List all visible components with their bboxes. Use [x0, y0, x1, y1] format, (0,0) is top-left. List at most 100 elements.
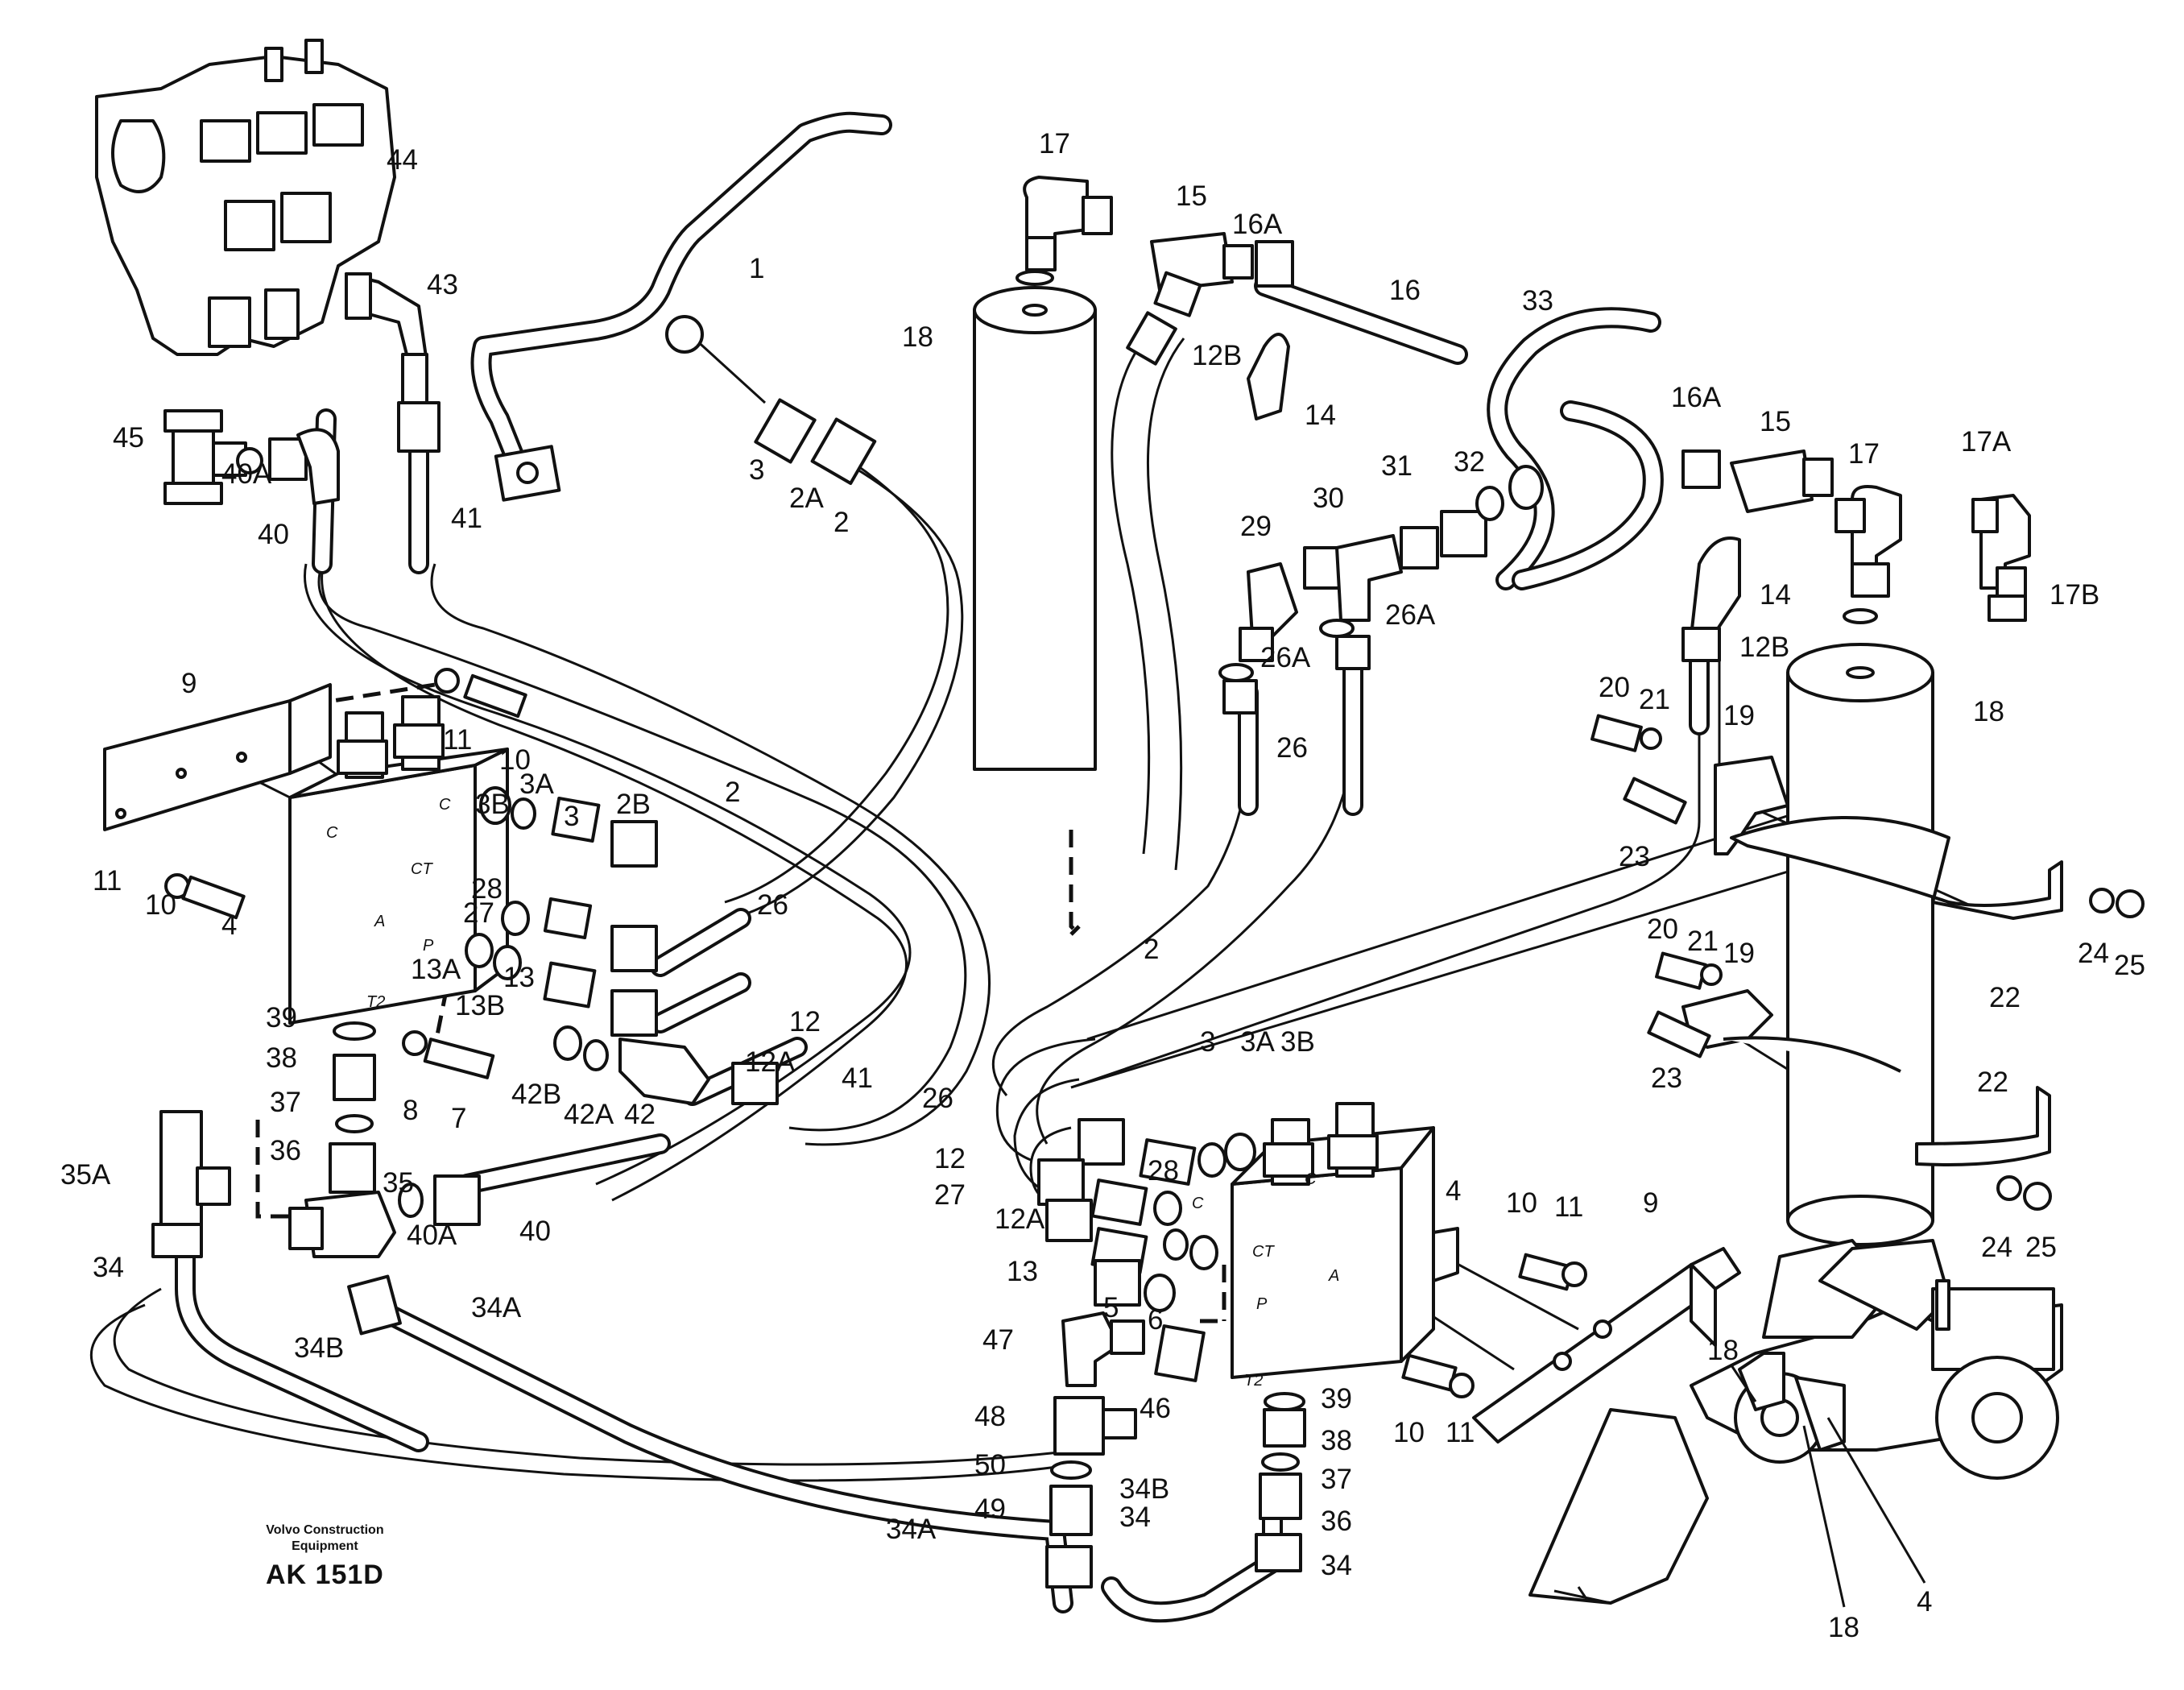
tee-45 [163, 409, 247, 505]
label-37: 37 [270, 1087, 301, 1118]
port-mark-c-right: C [1305, 1170, 1317, 1188]
label-24: 24 [2078, 938, 2109, 969]
bracket-9-right [1401, 1247, 1741, 1444]
label-47: 47 [982, 1324, 1014, 1356]
label-15: 15 [1176, 180, 1207, 212]
port-mark-t2-right: T2 [1244, 1372, 1263, 1390]
port-marks: C C CT A P T2 C C CT A P T2 [326, 796, 1339, 1390]
label-31: 31 [1381, 450, 1413, 482]
label-38: 38 [266, 1042, 297, 1074]
label-4: 4 [221, 909, 237, 941]
label-13: 13 [503, 962, 535, 993]
elbow-43 [345, 272, 428, 404]
pipe-1 [470, 111, 892, 470]
label-27-b: 27 [934, 1179, 966, 1211]
label-28: 28 [471, 873, 503, 905]
label-10-b: 10 [145, 889, 176, 921]
label-22-b: 22 [1977, 1067, 2008, 1098]
fittings-46-50 [1045, 1311, 1206, 1589]
label-37-b: 37 [1321, 1464, 1352, 1495]
label-34A-b: 34A [886, 1514, 937, 1545]
label-27: 27 [463, 897, 494, 929]
accumulator-18-right [1786, 608, 1934, 1246]
label-25: 25 [2114, 950, 2145, 981]
label-20-b: 20 [1647, 913, 1678, 945]
port-mark-t2-left: T2 [366, 993, 385, 1011]
port-mark-p-right: P [1256, 1295, 1268, 1313]
fittings-right-block [1037, 1118, 1306, 1572]
label-41: 41 [451, 503, 482, 534]
label-11: 11 [443, 724, 472, 756]
label-14: 14 [1305, 400, 1336, 431]
label-34B: 34B [294, 1332, 344, 1364]
label-17-right: 17 [1848, 438, 1880, 470]
label-12B-right: 12B [1739, 632, 1789, 663]
label-36-b: 36 [1321, 1506, 1352, 1537]
label-8: 8 [403, 1095, 418, 1126]
label-40: 40 [258, 519, 289, 550]
label-12B: 12B [1192, 340, 1242, 371]
label-42: 42 [624, 1099, 656, 1130]
label-4-b: 4 [1446, 1175, 1461, 1207]
part-labels: 44 43 45 40A 40 41 1 3 2A 2 17 15 16A 16… [60, 128, 2145, 1643]
label-21-b: 21 [1687, 926, 1719, 957]
label-12-b: 12 [934, 1143, 966, 1174]
label-34A: 34A [471, 1292, 522, 1323]
label-26-c: 26 [922, 1083, 953, 1114]
label-18-right: 18 [1973, 696, 2004, 727]
label-20: 20 [1599, 672, 1630, 703]
label-26A-b: 26A [1260, 642, 1311, 673]
label-34-c: 34 [1321, 1550, 1352, 1581]
machine-leaders [1730, 1365, 1926, 1608]
label-50: 50 [974, 1449, 1006, 1481]
label-18: 18 [902, 321, 933, 353]
fitting-40A-top [236, 428, 340, 505]
fittings-left-block [402, 786, 779, 1105]
label-3-c: 3 [1200, 1026, 1215, 1058]
label-3A-b: 3A [1240, 1026, 1275, 1058]
label-17: 17 [1039, 128, 1070, 159]
label-24-b: 24 [1981, 1232, 2012, 1263]
label-23-b: 23 [1651, 1062, 1682, 1094]
label-3: 3 [749, 454, 764, 486]
drawing-code: AK 151D [266, 1560, 384, 1590]
label-10: 10 [499, 744, 531, 776]
pipe-1-flange [494, 315, 877, 502]
fittings-top-right [1681, 449, 2031, 662]
label-3B-b: 3B [1280, 1026, 1315, 1058]
label-9: 9 [181, 668, 196, 699]
bracket-9-left [103, 668, 527, 920]
credit-line-1: Volvo Construction [266, 1523, 384, 1537]
label-13-b: 13 [1007, 1256, 1038, 1287]
label-19-b: 19 [1723, 938, 1755, 969]
label-12A-b: 12A [995, 1203, 1045, 1235]
label-22: 22 [1989, 982, 2021, 1013]
label-10-c: 10 [1506, 1187, 1537, 1219]
label-1: 1 [749, 253, 764, 284]
label-35: 35 [383, 1167, 414, 1199]
label-11-b: 11 [93, 865, 122, 897]
label-15-right: 15 [1760, 406, 1791, 437]
label-19: 19 [1723, 700, 1755, 731]
label-21: 21 [1639, 684, 1670, 715]
label-2-c: 2 [1144, 934, 1159, 965]
label-34: 34 [93, 1252, 124, 1283]
clamps-19-22 [1681, 756, 2063, 1166]
label-38-b: 38 [1321, 1425, 1352, 1456]
label-42B: 42B [511, 1079, 561, 1110]
label-40A: 40A [221, 458, 272, 490]
control-valve-44 [95, 39, 396, 356]
label-33: 33 [1522, 285, 1553, 317]
hose-2-upper [724, 445, 949, 904]
label-11-d: 11 [1446, 1417, 1475, 1448]
label-13B: 13B [455, 990, 505, 1021]
label-3B: 3B [475, 789, 510, 820]
port-mark-c-left-b: C [326, 824, 338, 842]
port-mark-ct-left: CT [411, 860, 433, 878]
nut-41 [397, 401, 441, 453]
label-45: 45 [113, 422, 144, 454]
label-34-b: 34 [1119, 1502, 1151, 1533]
hose-lines [89, 111, 1821, 1623]
label-35A: 35A [60, 1159, 111, 1191]
